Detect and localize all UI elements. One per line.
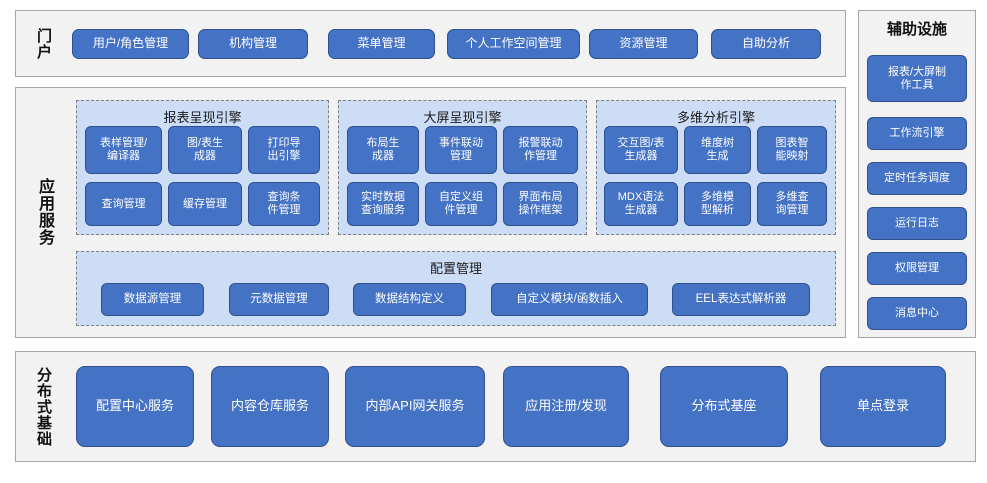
portal-item-menu[interactable]: 菜单管理 (328, 29, 435, 59)
portal-item-self-analysis[interactable]: 自助分析 (711, 29, 821, 59)
engine-report-item-0[interactable]: 表样管理/ 编译器 (85, 126, 162, 174)
engine-olap-item-4[interactable]: 多维模 型解析 (684, 182, 751, 226)
engine-panel-olap-title: 多维分析引擎 (676, 110, 755, 125)
aux-item-runtime-log[interactable]: 运行日志 (867, 207, 967, 240)
app-service-section-label: 应用服务 (36, 178, 53, 246)
portal-item-user-role[interactable]: 用户/角色管理 (72, 29, 189, 59)
aux-item-scheduler[interactable]: 定时任务调度 (867, 162, 967, 195)
distributed-item-content-repo[interactable]: 内容仓库服务 (211, 366, 329, 447)
distributed-section-label: 分布式基础 (35, 367, 52, 447)
engine-bigscreen-item-5[interactable]: 界面布局 操作框架 (503, 182, 578, 226)
aux-item-workflow[interactable]: 工作流引擎 (867, 117, 967, 150)
config-item-datasource[interactable]: 数据源管理 (101, 283, 204, 316)
engine-olap-item-1[interactable]: 维度树 生成 (684, 126, 751, 174)
distributed-item-platform-base[interactable]: 分布式基座 (660, 366, 788, 447)
portal-item-resource[interactable]: 资源管理 (589, 29, 698, 59)
config-item-custom-module[interactable]: 自定义模块/函数插入 (491, 283, 648, 316)
aux-item-report-tool[interactable]: 报表/大屏制 作工具 (867, 55, 967, 102)
config-management-title: 配置管理 (429, 261, 482, 276)
portal-item-org[interactable]: 机构管理 (198, 29, 308, 59)
distributed-item-sso[interactable]: 单点登录 (820, 366, 946, 447)
engine-bigscreen-item-2[interactable]: 报警联动 作管理 (503, 126, 578, 174)
engine-panel-report-title: 报表呈现引擎 (163, 110, 242, 125)
engine-bigscreen-item-3[interactable]: 实时数据 查询服务 (347, 182, 419, 226)
engine-report-item-4[interactable]: 缓存管理 (168, 182, 242, 226)
aux-item-permission[interactable]: 权限管理 (867, 252, 967, 285)
engine-bigscreen-item-4[interactable]: 自定义组 件管理 (425, 182, 497, 226)
distributed-item-config-center[interactable]: 配置中心服务 (76, 366, 194, 447)
engine-olap-item-0[interactable]: 交互图/表 生成器 (604, 126, 678, 174)
config-item-eel-parser[interactable]: EEL表达式解析器 (672, 283, 810, 316)
portal-section-label: 门户 (35, 28, 52, 60)
engine-olap-item-2[interactable]: 图表智 能映射 (757, 126, 827, 174)
engine-report-item-2[interactable]: 打印导 出引擎 (248, 126, 320, 174)
engine-panel-bigscreen-title: 大屏呈现引擎 (423, 110, 502, 125)
distributed-item-app-registry[interactable]: 应用注册/发现 (503, 366, 629, 447)
config-item-data-structure[interactable]: 数据结构定义 (353, 283, 466, 316)
aux-item-message-center[interactable]: 消息中心 (867, 297, 967, 330)
portal-item-workspace[interactable]: 个人工作空间管理 (447, 29, 580, 59)
engine-bigscreen-item-0[interactable]: 布局生 成器 (347, 126, 419, 174)
distributed-item-api-gateway[interactable]: 内部API网关服务 (345, 366, 485, 447)
engine-olap-item-5[interactable]: 多维查 询管理 (757, 182, 827, 226)
engine-bigscreen-item-1[interactable]: 事件联动 管理 (425, 126, 497, 174)
engine-report-item-5[interactable]: 查询条 件管理 (248, 182, 320, 226)
engine-report-item-3[interactable]: 查询管理 (85, 182, 162, 226)
engine-report-item-1[interactable]: 图/表生 成器 (168, 126, 242, 174)
engine-olap-item-3[interactable]: MDX语法 生成器 (604, 182, 678, 226)
config-item-metadata[interactable]: 元数据管理 (229, 283, 329, 316)
aux-section-label: 辅助设施 (886, 21, 947, 38)
